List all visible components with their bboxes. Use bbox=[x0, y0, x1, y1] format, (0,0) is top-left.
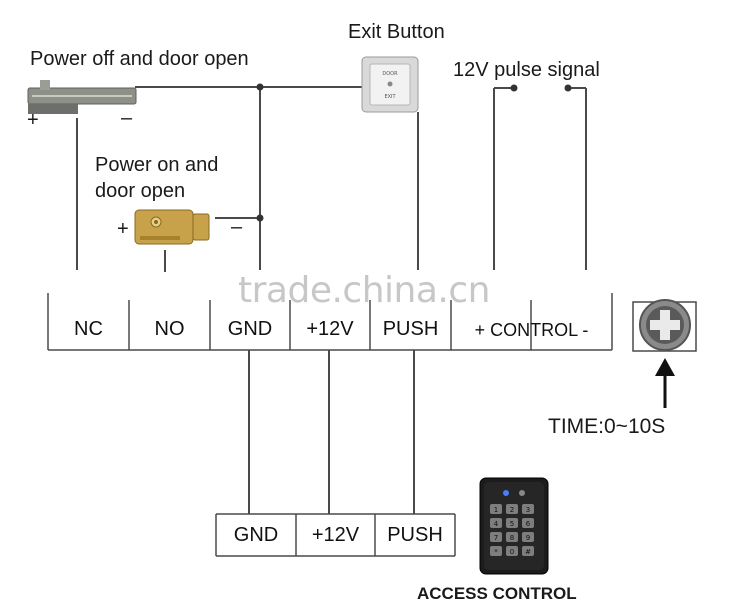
terminal-nc: NC bbox=[74, 318, 103, 340]
exit-plate-top: DOOR bbox=[382, 71, 398, 77]
keypad-key bbox=[522, 504, 534, 514]
junction-dot bbox=[564, 84, 572, 92]
junction-dot bbox=[256, 214, 264, 222]
junctions bbox=[256, 83, 572, 222]
keypad-key bbox=[506, 518, 518, 528]
junction-dot bbox=[256, 83, 264, 91]
keypad-key-label: 9 bbox=[526, 534, 530, 542]
keypad-key-label: 3 bbox=[526, 506, 530, 514]
arrow-up-icon bbox=[655, 358, 675, 408]
plus-knob-icon bbox=[639, 299, 691, 351]
power-on-label-line2: door open bbox=[95, 180, 186, 202]
time-adjust-knob bbox=[632, 299, 697, 352]
terminal-12v: +12V bbox=[306, 318, 354, 340]
keypad-key bbox=[522, 546, 534, 556]
keypad-key bbox=[490, 504, 502, 514]
keypad-key bbox=[490, 518, 502, 528]
watermark: trade.china.cn bbox=[238, 270, 490, 311]
terminal-control: + CONTROL - bbox=[474, 320, 589, 340]
indicator-light bbox=[503, 490, 509, 496]
keypad-key-label: 4 bbox=[494, 520, 499, 528]
keypad-key-label: * bbox=[494, 548, 498, 556]
time-label: TIME:0~10S bbox=[548, 415, 666, 438]
strike-plus-sign: + bbox=[117, 218, 129, 240]
keypad-key-label: 0 bbox=[510, 548, 514, 556]
keypad-key-label: 1 bbox=[494, 506, 498, 514]
access-control-label: ACCESS CONTROL bbox=[417, 584, 577, 603]
exit-button-label: Exit Button bbox=[348, 21, 445, 43]
electric-strike-icon bbox=[134, 209, 210, 245]
exit-button-icon: DOOR EXIT bbox=[361, 56, 419, 113]
keypad-key-label: 7 bbox=[494, 534, 498, 542]
wires bbox=[76, 86, 587, 514]
keypad-key bbox=[506, 504, 518, 514]
terminal-push: PUSH bbox=[382, 318, 439, 340]
keypad-key-label: # bbox=[525, 548, 531, 556]
keypad-key bbox=[522, 532, 534, 542]
pulse-signal-label: 12V pulse signal bbox=[453, 59, 600, 81]
keypad-key-label: 2 bbox=[510, 506, 514, 514]
magnetic-lock-icon bbox=[27, 80, 137, 114]
power-off-door-open-label: Power off and door open bbox=[30, 48, 249, 70]
terminal-gnd: GND bbox=[227, 318, 273, 340]
exit-plate-bottom: EXIT bbox=[384, 94, 396, 100]
keypad-key bbox=[490, 532, 502, 542]
junction-dot bbox=[510, 84, 518, 92]
keypad-key-label: 5 bbox=[510, 520, 514, 528]
keypad-key bbox=[506, 532, 518, 542]
main-terminal-block bbox=[47, 293, 613, 351]
keypad-key bbox=[522, 518, 534, 528]
reader-terminal-gnd: GND bbox=[233, 524, 279, 546]
keypad-key bbox=[506, 546, 518, 556]
keypad-key-label: 6 bbox=[526, 520, 531, 528]
maglock-plus-sign: + bbox=[27, 109, 39, 131]
terminal-no: NO bbox=[154, 318, 185, 340]
reader-terminal-push: PUSH bbox=[387, 524, 443, 546]
reader-terminal-block bbox=[215, 513, 456, 557]
keypad-key-label: 8 bbox=[510, 534, 514, 542]
access-control-keypad: 1 2 3 4 5 6 7 8 9 * 0 # bbox=[479, 477, 549, 575]
maglock-minus-sign: – bbox=[121, 107, 133, 129]
strike-minus-sign: – bbox=[231, 216, 243, 238]
power-on-label-line1: Power on and bbox=[95, 154, 219, 176]
keypad-keys: 1 2 3 4 5 6 7 8 9 * 0 # bbox=[490, 504, 534, 556]
reader-terminal-12v: +12V bbox=[311, 524, 360, 546]
keypad-key bbox=[490, 546, 502, 556]
